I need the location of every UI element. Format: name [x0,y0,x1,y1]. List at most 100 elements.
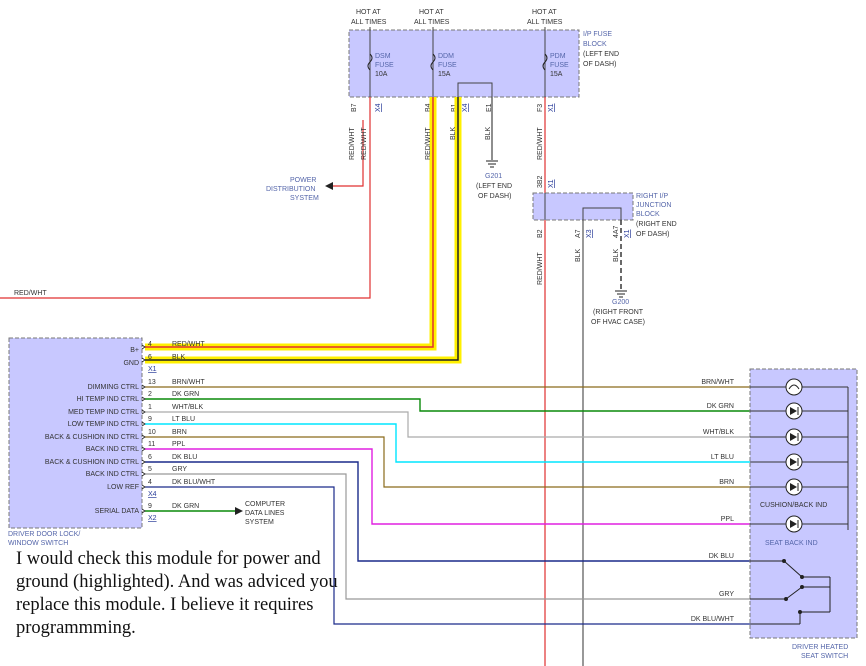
wire-red-wht-pds [330,120,364,187]
arrow-icon [325,182,333,190]
seat-back-ind-label: SEAT BACK IND [765,540,818,547]
pin-label: B7 [351,103,358,112]
wire-b-plus [145,97,434,348]
wire-label: DK BLU/WHT [172,479,216,486]
connector-label: X1 [548,179,555,188]
fuse-name: DDM [438,53,454,60]
wire-label: DK GRN [172,503,199,510]
seat-switch-name: SEAT SWITCH [801,653,848,660]
power-highlight [145,97,437,351]
module-name: WINDOW SWITCH [8,540,68,547]
g200-label: (RIGHT FRONT [593,309,644,316]
connector-chevrons [141,344,146,514]
connector-label: X4 [462,103,469,112]
led-icon [785,402,803,420]
fuse-icon [430,53,436,71]
pin-number: 11 [148,441,155,448]
cushion-back-ind-label: CUSHION/BACK IND [760,502,827,509]
pin-number: 13 [148,379,156,386]
wire-label: RED/WHT [537,252,544,285]
wire-label: BLK [575,248,582,262]
g200-label: G200 [612,299,629,306]
connector-label: X4 [375,103,382,112]
power-distribution-label: SYSTEM [290,195,319,202]
pin-number: 9 [148,416,152,423]
seat-switch [749,368,858,639]
ground-icon [615,290,627,298]
pin-number: 4 [148,341,152,348]
wire-dk-grn [145,398,750,412]
user-note: I would check this module for power and … [16,549,338,638]
pin-number: 2 [148,391,152,398]
g201-label: OF DASH) [478,193,511,200]
junction-name: BLOCK [636,211,660,218]
wire-gry [145,473,750,600]
fuse-word: FUSE [550,62,569,69]
seat-wire-label: LT BLU [711,454,734,461]
pin-label: E1 [486,103,493,112]
pin-label: F3 [537,104,544,112]
computer-label: DATA LINES [245,510,285,517]
fuse-amps: 10A [375,71,388,78]
hot-label: HOT AT [532,9,557,16]
fuse-amps: 15A [438,71,451,78]
led-icon [785,515,803,533]
fuse-block-name: (LEFT END [583,51,619,58]
wire-label: RED/WHT [349,127,356,160]
pin-number: 9 [148,503,152,510]
wire-dk-blu-wht [145,486,750,625]
pin-label: DIMMING CTRL [88,384,139,391]
wire-brn [145,436,750,488]
junction-name: RIGHT I/P [636,193,668,200]
pin-label: LOW REF [107,484,139,491]
pin-label: BACK & CUSHION IND CTRL [45,434,139,441]
pin-number: 6 [148,454,152,461]
wire-label: WHT/BLK [172,404,203,411]
seat-wire-label: DK BLU [709,553,734,560]
fuse-block-name: BLOCK [583,41,607,48]
seat-switch-name: DRIVER HEATED [792,644,848,651]
pin-label: B4 [425,103,432,112]
pin-label: HI TEMP IND CTRL [77,396,139,403]
junction-name: (RIGHT END [636,221,677,228]
seat-wire-label: WHT/BLK [703,429,734,436]
pin-label: A7 [575,229,582,238]
computer-label: COMPUTER [245,501,285,508]
lamp-icon [785,378,803,396]
pin-number: 1 [148,404,152,411]
hot-label: ALL TIMES [351,19,387,26]
hot-label: ALL TIMES [414,19,450,26]
wire-red-wht-dsm [0,97,371,299]
wire-label: BLK [485,126,492,140]
power-distribution-label: POWER [290,177,316,184]
wire-label: RED/WHT [172,341,205,348]
connector-label: X2 [148,515,157,522]
pin-number: 6 [148,354,152,361]
led-icon [785,428,803,446]
g201-label: G201 [485,173,502,180]
pin-gnd-label: GND [123,360,139,367]
led-icon [785,478,803,496]
pin-label: BACK IND CTRL [86,471,139,478]
wire-dk-blu [145,461,750,562]
arrow-icon [235,507,243,515]
computer-label: SYSTEM [245,519,274,526]
hot-label: ALL TIMES [527,19,563,26]
switch-icon [750,559,831,625]
pin-number: 10 [148,429,156,436]
seat-wire-label: DK BLU/WHT [691,616,735,623]
connector-label: X3 [586,229,593,238]
wire-label: LT BLU [172,416,195,423]
module-pins: B+ GND DIMMING CTRL HI TEMP IND CTRL MED… [45,341,216,522]
ground-icon [486,160,498,168]
junction-name: JUNCTION [636,202,671,209]
seat-wire-label: GRY [719,591,734,598]
g201-label: (LEFT END [476,183,512,190]
driver-door-module [8,337,143,529]
wire-label: BRN/WHT [172,379,205,386]
fuse-word: FUSE [375,62,394,69]
seat-wire-label: PPL [721,516,734,523]
fuse-name: PDM [550,53,566,60]
seat-wire-label: BRN/WHT [701,379,734,386]
